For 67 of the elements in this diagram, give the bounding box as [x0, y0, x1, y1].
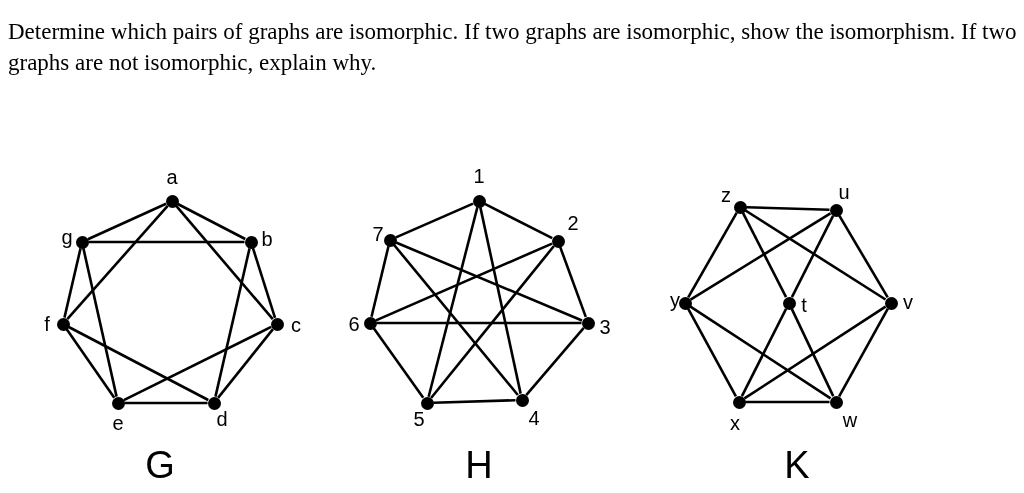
graph-edge [251, 247, 277, 319]
graph-edge [177, 202, 246, 241]
graph-name: H [465, 445, 493, 485]
vertex-label: 5 [413, 408, 425, 430]
graph-edge [559, 246, 587, 318]
graph-edge [743, 305, 887, 400]
graph-edge [376, 321, 582, 325]
graph-edge [395, 202, 474, 239]
vertex-label: f [44, 313, 50, 335]
graph-edge [395, 241, 583, 322]
vertex-label: w [842, 409, 858, 431]
graph-edge [88, 240, 245, 244]
vertex-label: 1 [473, 165, 485, 187]
vertex-label: b [261, 228, 273, 250]
vertex-label: v [903, 291, 913, 313]
graph-edge [790, 308, 835, 397]
graph-edge [372, 327, 425, 399]
graph-edge [525, 327, 585, 396]
vertex-label: 6 [348, 313, 360, 335]
graph-edge [123, 325, 272, 402]
graph-edge [430, 245, 555, 399]
graph-edge [63, 248, 82, 318]
vertex-label: 2 [567, 212, 579, 234]
graph-edge [82, 248, 118, 397]
graph-edge [370, 246, 390, 317]
vertex-label: x [730, 412, 740, 434]
graph-edge [68, 325, 209, 402]
vertex-label: z [721, 184, 731, 206]
graph-edge [479, 207, 522, 394]
graph-edge [393, 244, 519, 396]
vertex-label: e [112, 412, 124, 434]
graph-edge [838, 214, 889, 299]
graph-edge [689, 212, 832, 301]
vertex-label: y [670, 289, 680, 311]
vertex-label: g [61, 226, 73, 248]
vertex-label: a [166, 166, 178, 188]
graph-edge [741, 212, 788, 298]
graph-edge [745, 400, 830, 404]
vertex-label: c [291, 314, 301, 336]
graph-edge [375, 242, 553, 322]
graph-edge [217, 328, 274, 399]
graph-edge [686, 308, 738, 397]
graph-edge [838, 308, 889, 397]
graph-edge [124, 401, 208, 405]
graph-edge [744, 209, 887, 301]
graph-edge [214, 248, 251, 397]
vertex-label: t [801, 294, 807, 316]
graph-edge [87, 202, 167, 241]
graph-edge [175, 205, 274, 320]
graph-edge [65, 328, 116, 399]
graph-edge [687, 212, 738, 298]
graph-edge [689, 305, 832, 400]
vertex-label: 3 [599, 316, 611, 338]
vertex-label: u [838, 181, 850, 203]
graph-name: K [784, 445, 810, 485]
vertex-label: 7 [372, 223, 384, 245]
graph-name: G [145, 445, 175, 485]
graph-edge [790, 215, 835, 298]
graph-edge [66, 205, 169, 320]
question-text: Determine which pairs of graphs are isomorphic. If two graphs are isomorphic, show the isomorphism. If two graphs are not isomorphic, explain why. [8, 18, 1018, 77]
graph-edge [740, 308, 788, 397]
graph-edge [746, 205, 830, 212]
vertex-label: d [216, 408, 228, 430]
graph-edge [484, 202, 553, 240]
graph-edge [433, 398, 516, 405]
vertex-label: 4 [528, 407, 540, 429]
graph-edge [427, 206, 479, 398]
